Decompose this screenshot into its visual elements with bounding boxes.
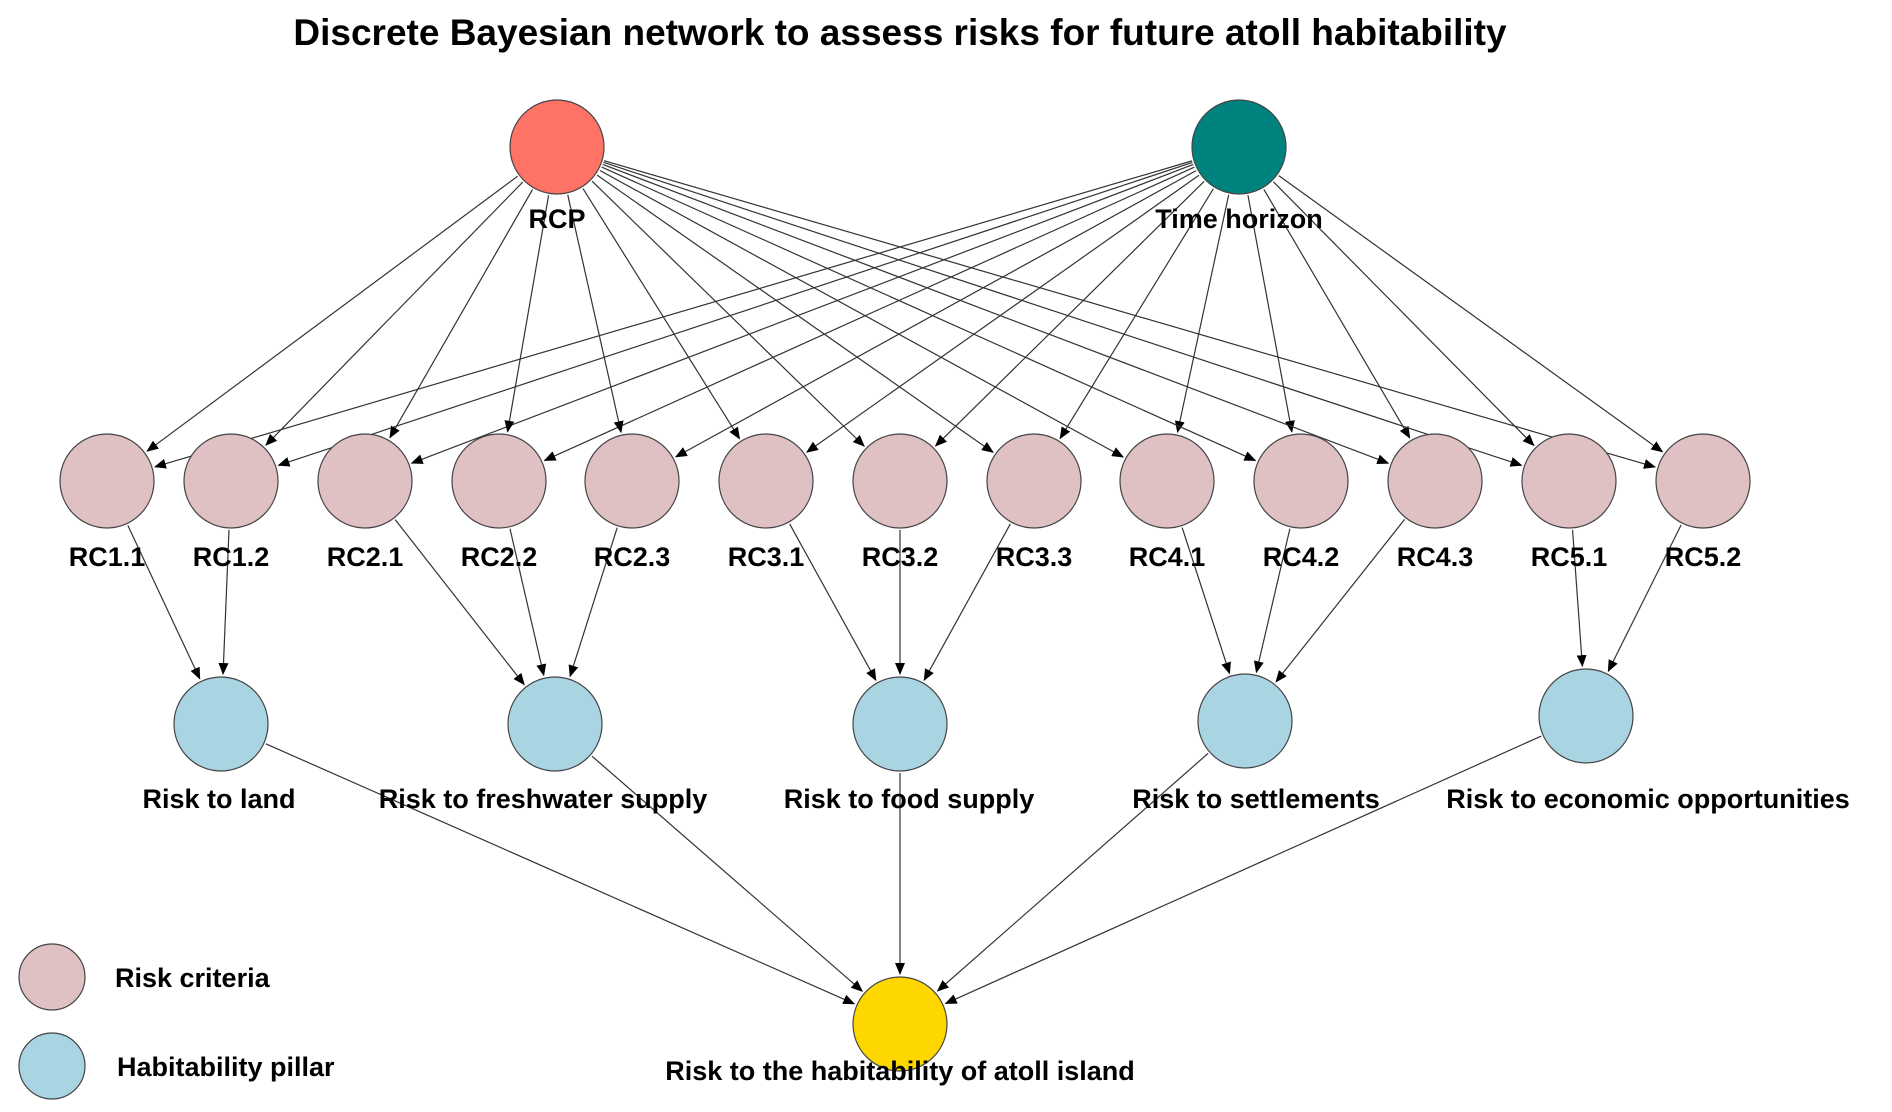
edge-rc41-settlements	[1181, 527, 1231, 675]
edge-rc22-freshwater	[509, 528, 547, 677]
edge-time-rc33	[1059, 188, 1214, 440]
edge-economic-overall	[944, 735, 1542, 1005]
node-rc42[interactable]	[1253, 433, 1349, 529]
node-rc31[interactable]	[718, 433, 814, 529]
legend-label-habitability-pillar: Habitability pillar	[117, 1052, 335, 1082]
label-overall: Risk to the habitability of atoll island	[665, 1056, 1135, 1086]
edge-time-rc43	[1263, 188, 1411, 439]
edge-rc12-land	[218, 529, 230, 676]
node-time[interactable]	[1191, 99, 1287, 195]
edge-rcp-rc31	[582, 188, 741, 440]
label-rcp: RCP	[528, 204, 585, 234]
node-overall[interactable]	[852, 976, 948, 1072]
label-pillar-food: Risk to food supply	[784, 784, 1035, 814]
label-rc21: RC2.1	[327, 542, 404, 572]
edge-rc51-economic	[1571, 529, 1587, 668]
node-rc43[interactable]	[1387, 433, 1483, 529]
legend-swatch-risk-criteria	[18, 943, 86, 1011]
edge-rcp-rc42	[601, 166, 1257, 462]
node-pillar-economic[interactable]	[1538, 668, 1634, 764]
edge-rcp-rc11	[146, 175, 519, 452]
edge-rc42-settlements	[1253, 528, 1291, 674]
edge-rcp-rc33	[596, 174, 994, 453]
edge-rc11-land	[127, 525, 201, 680]
edge-rc21-freshwater	[394, 519, 525, 686]
edge-layer	[127, 160, 1682, 1005]
edge-time-rc21	[410, 163, 1194, 464]
label-pillar-economic: Risk to economic opportunities	[1446, 784, 1850, 814]
node-rc33[interactable]	[986, 433, 1082, 529]
label-pillar-freshwater: Risk to freshwater supply	[379, 784, 708, 814]
edge-rcp-rc52	[603, 160, 1656, 469]
label-rc33: RC3.3	[996, 542, 1073, 572]
edge-freshwater-overall	[591, 755, 864, 992]
edge-rcp-rc41	[599, 170, 1125, 458]
node-pillar-settlements[interactable]	[1197, 673, 1293, 769]
edge-time-rc42	[1247, 195, 1295, 433]
node-rc21[interactable]	[317, 433, 413, 529]
node-pillar-land[interactable]	[173, 676, 269, 772]
node-rc12[interactable]	[183, 433, 279, 529]
edge-settlements-overall	[936, 752, 1209, 992]
edge-rcp-rc12	[265, 181, 524, 446]
node-rc22[interactable]	[451, 433, 547, 529]
label-rc31: RC3.1	[728, 542, 805, 572]
legend-label-risk-criteria: Risk criteria	[115, 963, 271, 993]
edge-land-overall	[265, 743, 856, 1005]
edge-rcp-rc21	[389, 189, 534, 439]
node-rcp[interactable]	[509, 99, 605, 195]
node-pillar-freshwater[interactable]	[507, 676, 603, 772]
node-rc23[interactable]	[584, 433, 680, 529]
edge-time-rc51	[1273, 181, 1535, 447]
label-time: Time horizon	[1155, 204, 1323, 234]
edge-time-rc31	[806, 174, 1200, 453]
edge-time-rc23	[674, 170, 1197, 458]
edge-rc23-freshwater	[568, 527, 618, 678]
edge-time-rc22	[543, 166, 1195, 461]
edge-rc33-food	[923, 523, 1011, 682]
label-rc23: RC2.3	[594, 542, 671, 572]
edge-rcp-rc32	[591, 180, 865, 447]
node-rc32[interactable]	[852, 433, 948, 529]
node-pillar-food[interactable]	[852, 676, 948, 772]
diagram-title: Discrete Bayesian network to assess risk…	[293, 12, 1507, 53]
label-rc42: RC4.2	[1263, 542, 1340, 572]
label-rc32: RC3.2	[862, 542, 939, 572]
edge-rcp-rc43	[602, 163, 1390, 464]
label-pillar-land: Risk to land	[142, 784, 295, 814]
label-rc22: RC2.2	[461, 542, 538, 572]
edge-rc31-food	[789, 523, 877, 682]
edge-time-rc12	[277, 161, 1193, 467]
edge-rc52-economic	[1607, 524, 1682, 673]
label-rc41: RC4.1	[1129, 542, 1206, 572]
legend-swatch-habitability-pillar	[18, 1032, 86, 1100]
node-rc41[interactable]	[1119, 433, 1215, 529]
edge-rcp-rc51	[603, 161, 1523, 467]
node-rc51[interactable]	[1521, 433, 1617, 529]
edge-rc43-settlements	[1275, 519, 1406, 683]
edge-rcp-rc23	[567, 194, 624, 434]
label-rc51: RC5.1	[1531, 542, 1608, 572]
label-rc52: RC5.2	[1665, 542, 1742, 572]
label-rc11: RC1.1	[69, 542, 146, 572]
edge-time-rc41	[1174, 194, 1230, 434]
label-rc12: RC1.2	[193, 542, 270, 572]
node-rc52[interactable]	[1655, 433, 1751, 529]
node-layer	[59, 99, 1751, 1072]
label-pillar-settlements: Risk to settlements	[1132, 784, 1380, 814]
label-rc43: RC4.3	[1397, 542, 1474, 572]
edge-rcp-rc22	[504, 195, 550, 433]
edge-time-rc11	[153, 160, 1193, 469]
edge-time-rc52	[1278, 175, 1664, 453]
edge-time-rc32	[934, 180, 1205, 447]
node-rc11[interactable]	[59, 433, 155, 529]
